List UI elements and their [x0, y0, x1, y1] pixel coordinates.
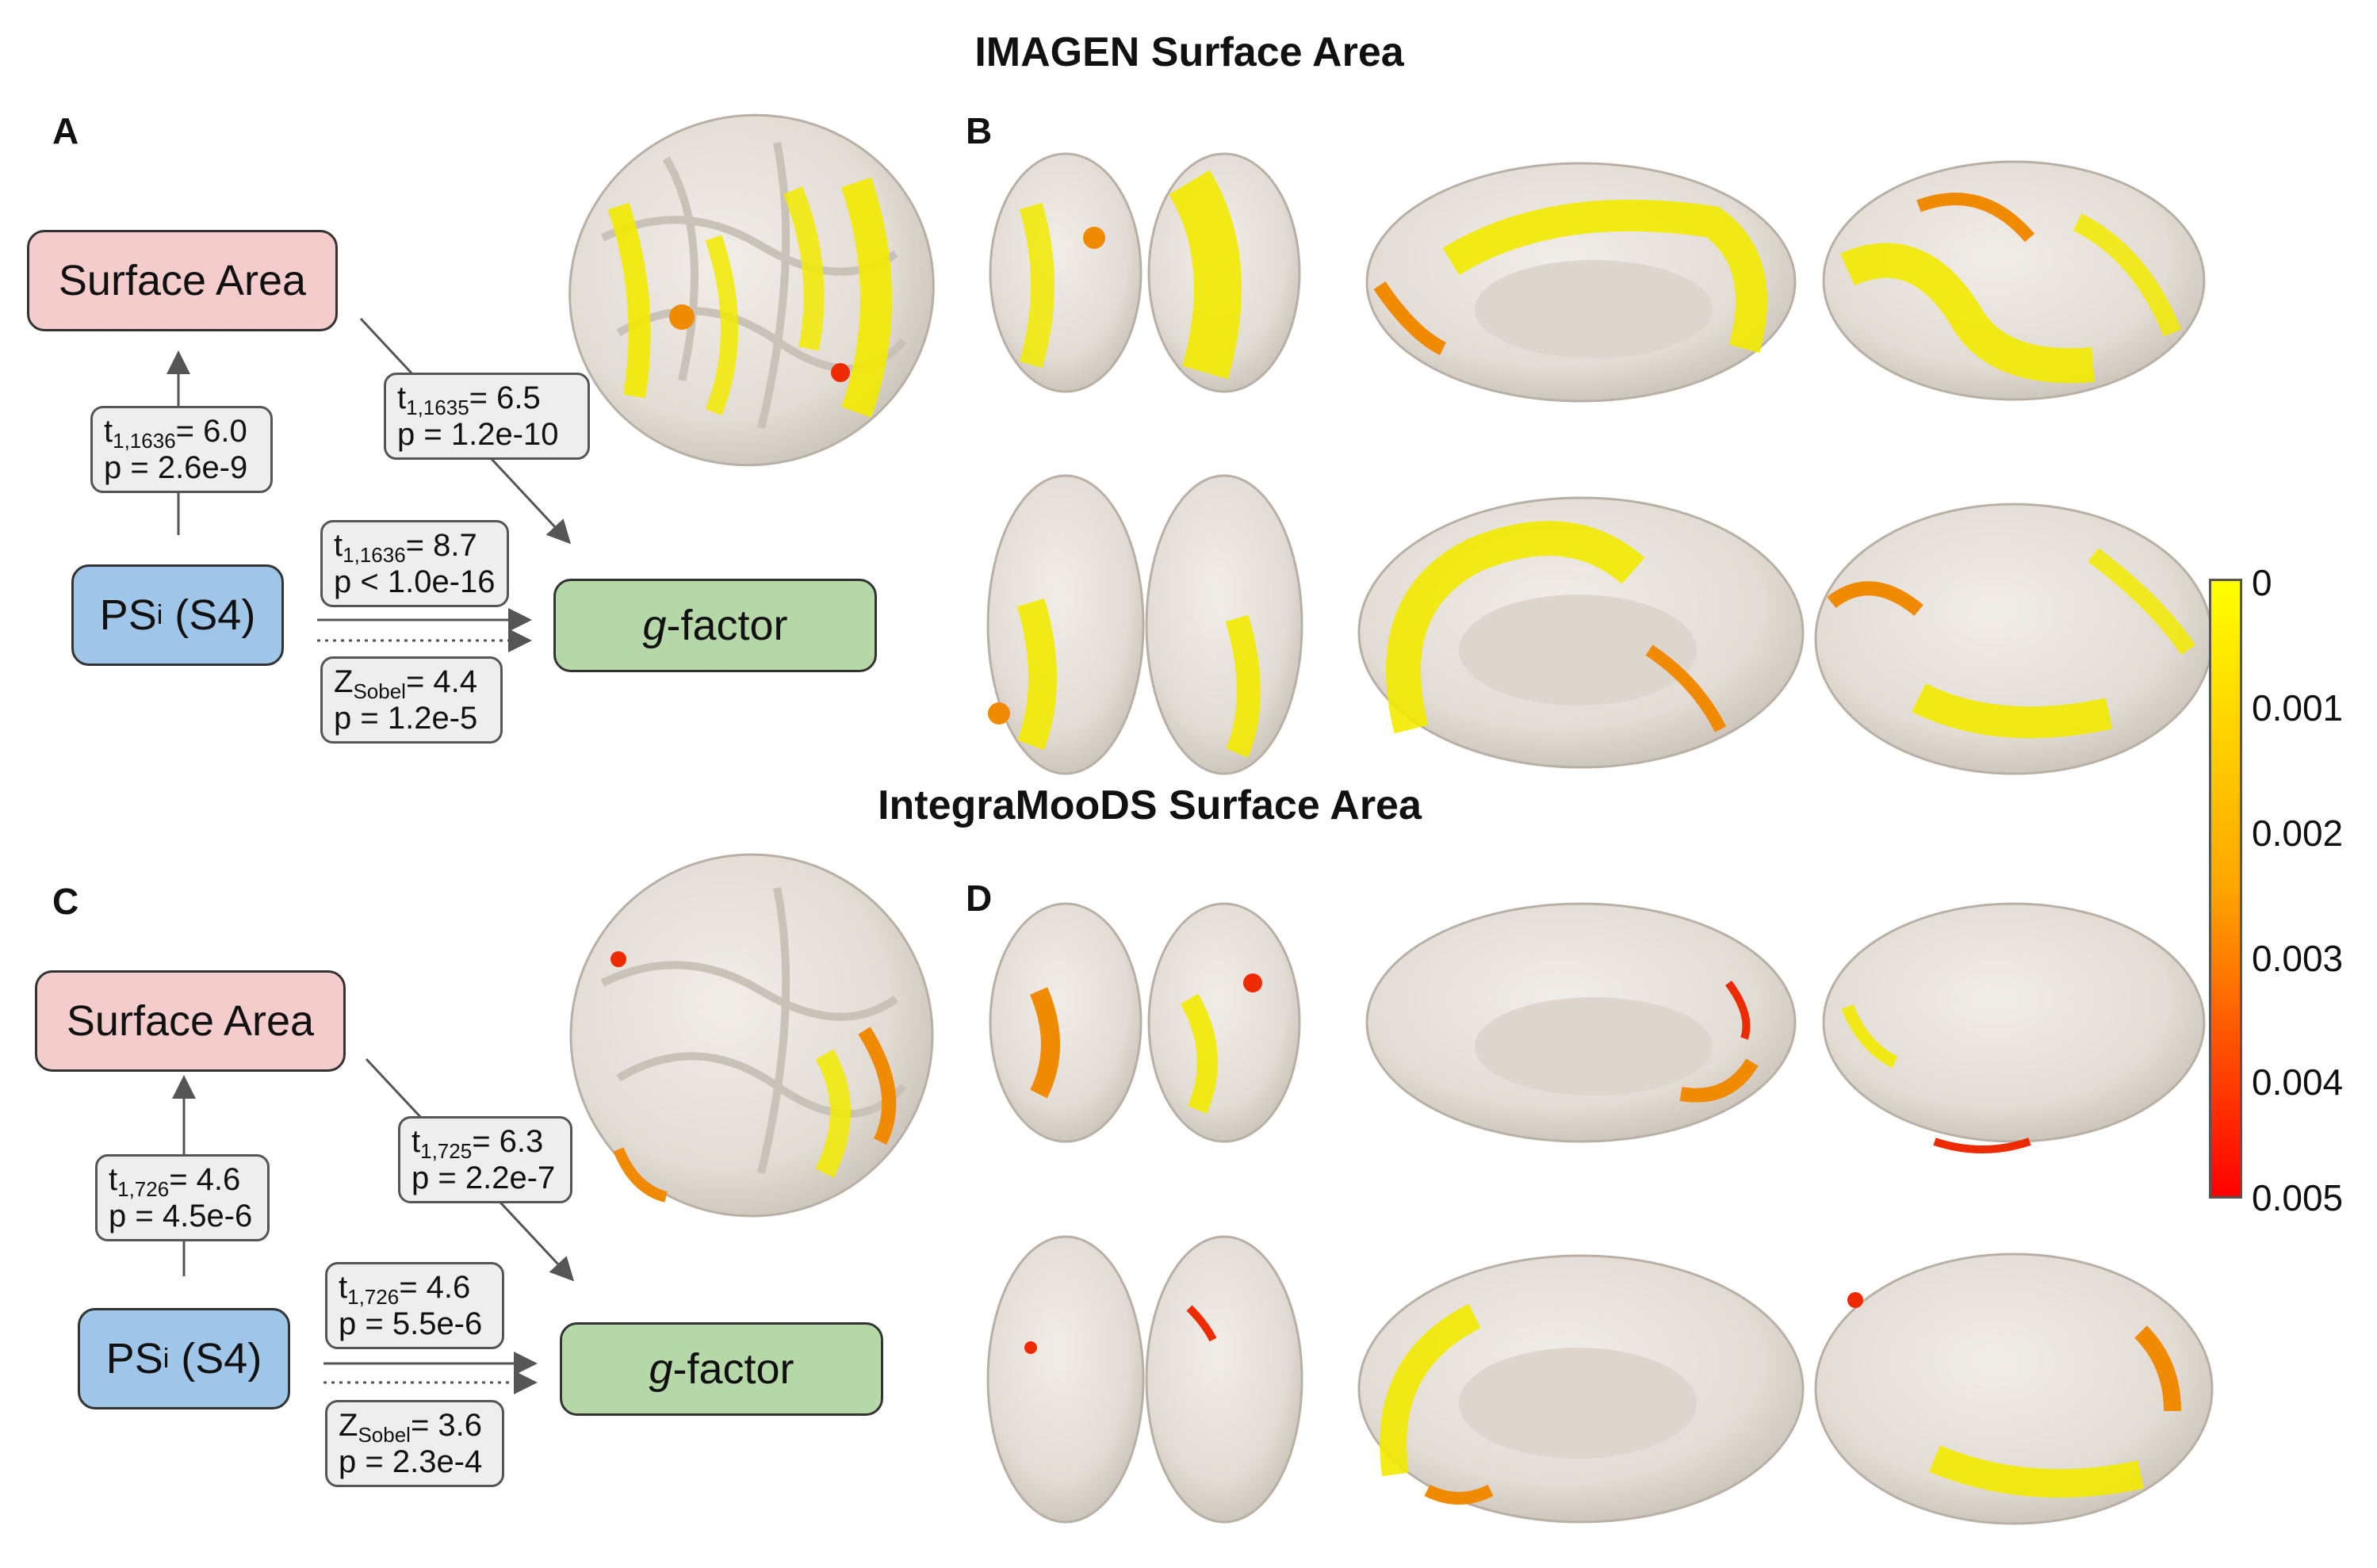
brain-d-front: [989, 902, 1301, 1143]
colorbar-tick-2: 0.002: [2252, 813, 2344, 854]
brain-b-lateral: [1822, 160, 2206, 401]
brain-b-lateral-2: [1814, 503, 2214, 775]
colorbar: [2209, 579, 2242, 1199]
brain-b-medial: [1365, 162, 1797, 403]
colorbar-tick-3: 0.003: [2252, 938, 2344, 979]
stat-direct-c: t1,726= 4.6 p = 5.5e-6: [325, 1262, 504, 1349]
node-surface-area-c: Surface Area: [35, 970, 346, 1072]
stat-direct-a: t1,1636= 8.7 p < 1.0e-16: [320, 520, 509, 607]
colorbar-tick-1: 0.001: [2252, 687, 2344, 729]
brain-b-back: [986, 474, 1303, 775]
colorbar-gradient: [2211, 581, 2240, 1196]
brain-d-back: [986, 1235, 1303, 1524]
stat-path-a-left-c: t1,726= 4.6 p = 4.5e-6: [95, 1154, 270, 1241]
node-surface-area-a: Surface Area: [27, 230, 338, 331]
colorbar-tick-4: 0.004: [2252, 1061, 2344, 1103]
brain-c-oblique: [569, 853, 934, 1218]
brain-d-lateral-2: [1814, 1252, 2214, 1525]
title-integramoods: IntegraMooDS Surface Area: [878, 782, 1422, 828]
colorbar-tick-5: 0.005: [2252, 1177, 2344, 1218]
stat-path-b-right: t1,1635= 6.5 p = 1.2e-10: [384, 373, 590, 460]
brain-a-oblique: [568, 113, 935, 467]
title-imagen: IMAGEN Surface Area: [974, 29, 1404, 75]
brain-b-front: [989, 152, 1301, 393]
panel-letter-c: C: [52, 881, 79, 922]
brain-d-lateral: [1822, 902, 2206, 1153]
brain-b-medial-2: [1357, 496, 1805, 769]
node-g-factor-c: g-factor: [560, 1322, 883, 1416]
node-g-factor-a: g-factor: [553, 579, 877, 672]
brain-d-medial-2: [1357, 1254, 1805, 1524]
colorbar-tick-0: 0: [2252, 562, 2272, 603]
stat-sobel-c: ZSobel= 3.6 p = 2.3e-4: [325, 1400, 504, 1487]
brain-d-medial: [1365, 902, 1797, 1143]
panel-letter-d: D: [966, 878, 993, 919]
stat-sobel-a: ZSobel= 4.4 p = 1.2e-5: [320, 656, 503, 744]
stat-path-a-left: t1,1636= 6.0 p = 2.6e-9: [90, 406, 273, 493]
panel-letter-a: A: [52, 110, 79, 151]
panel-letter-b: B: [966, 110, 993, 151]
stat-path-b-right-c: t1,725= 6.3 p = 2.2e-7: [398, 1116, 572, 1203]
